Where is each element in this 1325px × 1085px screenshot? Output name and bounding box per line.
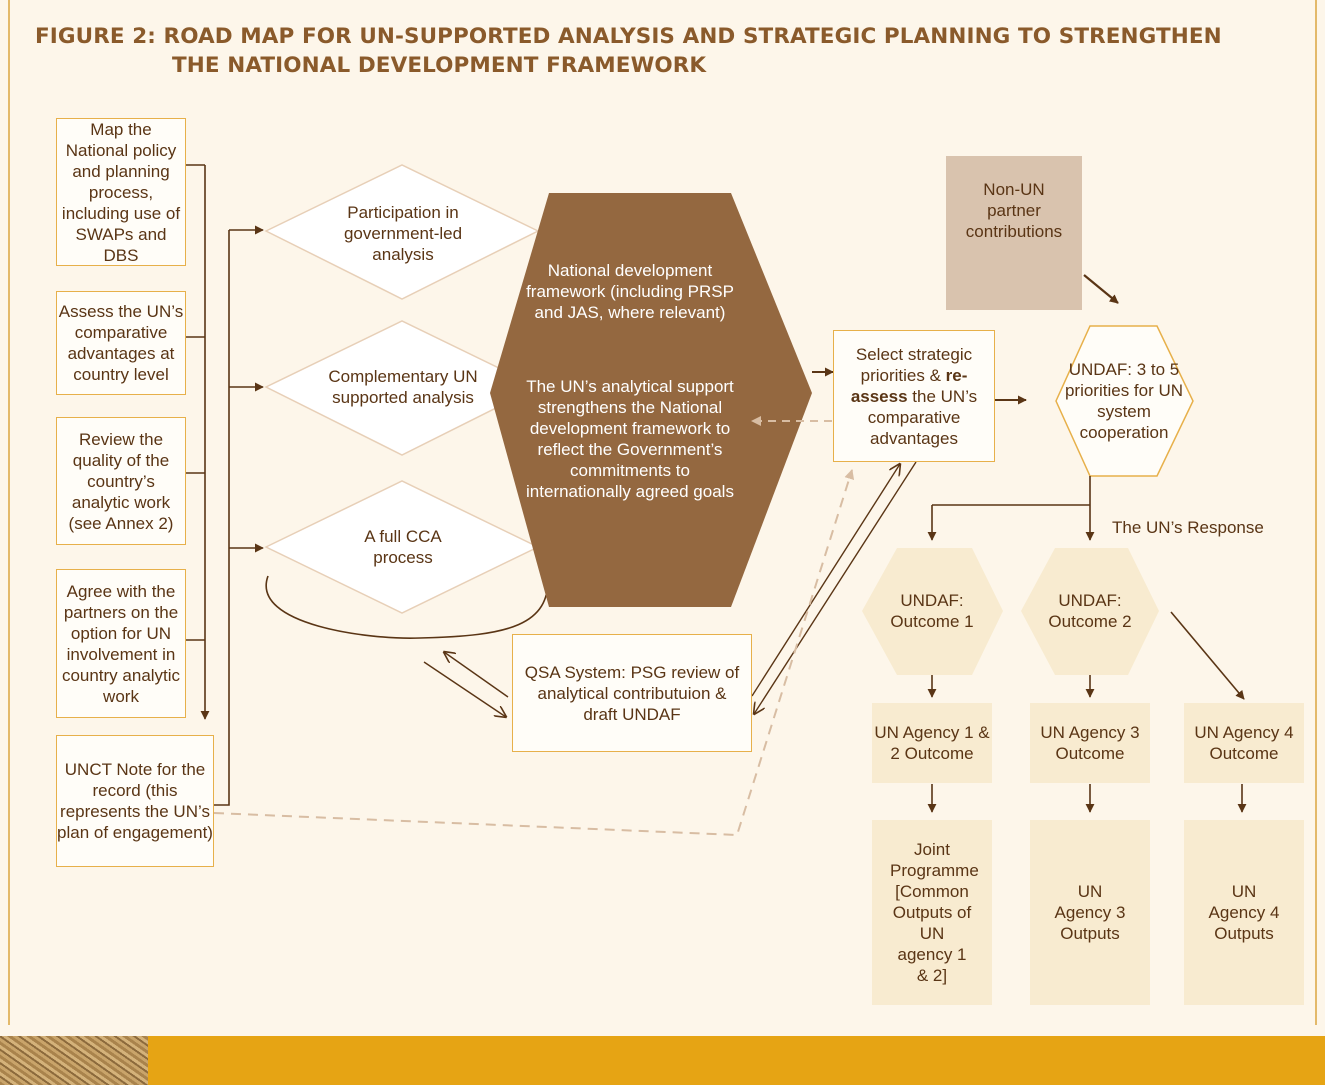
figure-title-line-2: THE NATIONAL DEVELOPMENT FRAMEWORK [172,53,707,78]
diamond-participation-label: Participation in government-led analysis [343,202,463,264]
figure-title: FIGURE 2: ROAD MAP FOR UN-SUPPORTED ANAL… [35,22,1222,80]
step-unct-note: UNCT Note for the record (this represent… [56,735,214,867]
undaf-priorities-label: UNDAF: 3 to 5 priorities for UN system c… [1064,360,1184,442]
outcome-hexagon-2 [1021,548,1159,675]
outcome-arrows [927,611,1247,813]
outcome-hexagon-1 [862,548,1003,675]
arrow-nonun-to-undaf [1083,274,1119,304]
diamond-complementary-label: Complementary UN supported analysis [328,367,478,407]
agency-outcome-1-2: UN Agency 1 & 2 Outcome [872,703,992,783]
select-text-2: the UN’s comparative advantages [867,386,978,448]
agency-outcome-4: UN Agency 4 Outcome [1184,703,1304,783]
qsa-system-box: QSA System: PSG review of analytical con… [512,634,752,752]
output-agency-3: UN Agency 3 Outputs [1030,820,1150,1005]
cca-loop [265,575,549,639]
step-review-quality: Review the quality of the country’s anal… [56,417,186,545]
national-framework-hexagon [490,193,812,607]
undaf-hexagon [1055,325,1194,477]
footer-texture-image [0,1036,148,1085]
footer-bar [148,1036,1325,1085]
dashed-line-unct-to-select [213,469,855,837]
diamond-full-cca-label: A full CCA process [364,527,442,567]
select-priorities-box: Select strategic priorities & re-assess … [833,330,995,462]
step-agree-partners: Agree with the partners on the option fo… [56,569,186,718]
step-map-policy: Map the National policy and planning pro… [56,118,186,266]
outcome-1-label: UNDAF: Outcome 1 [890,591,974,631]
outcome-2-label: UNDAF: Outcome 2 [1048,591,1132,631]
ndf-bottom-text: The UN’s analytical support strengthens … [526,377,734,501]
unct-bracket [214,225,264,806]
step-assess-advantages: Assess the UN’s comparative advantages a… [56,291,186,395]
footer-gap [0,1025,1325,1036]
figure-title-line-1: FIGURE 2: ROAD MAP FOR UN-SUPPORTED ANAL… [35,24,1222,49]
select-text-bold: re-assess [850,365,968,406]
output-agency-4: UN Agency 4 Outputs [1184,820,1304,1005]
agency-outcome-3: UN Agency 3 Outcome [1030,703,1150,783]
non-un-contributions-box: Non-UN partner contributions [946,156,1082,310]
response-branches [927,476,1095,541]
select-text-1: Select strategic priorities & [855,344,973,385]
ndf-top-text: National development framework (includin… [526,261,734,322]
qsa-arrows [423,461,917,717]
output-joint-programme: Joint Programme [Common Outputs of UN ag… [872,820,992,1005]
un-response-label: The UN’s Response [1112,518,1264,537]
left-bracket [186,164,210,720]
figure-frame [8,0,1317,1025]
